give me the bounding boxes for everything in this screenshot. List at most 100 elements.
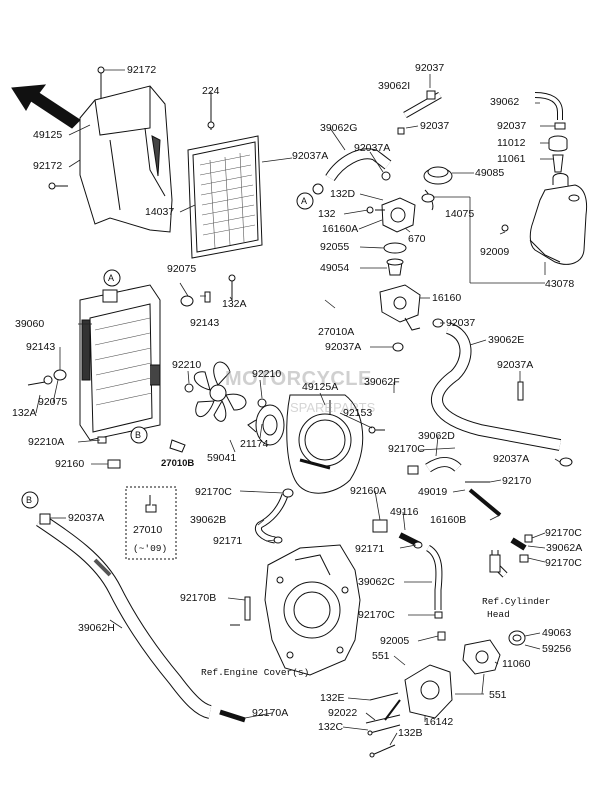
part-label-92170C-d: 92170C (545, 557, 582, 569)
radiator-shroud-49125 (79, 70, 173, 233)
part-label-43078: 43078 (545, 278, 575, 290)
cooling-fan-59041 (193, 361, 247, 422)
part-label-132E: 132E (320, 692, 345, 704)
part-label-92037A-e: 92037A (493, 453, 530, 465)
engine-cover (264, 544, 361, 676)
part-label-132A-a: 132A (222, 298, 247, 310)
fan-switch-inset (125, 486, 177, 560)
part-label-92055: 92055 (320, 241, 350, 253)
hose-39062C (425, 544, 443, 610)
part-label-92143-a: 92143 (190, 317, 220, 329)
part-label-39062H: 39062H (78, 622, 115, 634)
part-label-132B: 132B (398, 727, 423, 739)
part-label-39062: 39062 (490, 96, 520, 108)
part-label-49085: 49085 (475, 167, 505, 179)
part-label-92143-b: 92143 (26, 341, 56, 353)
part-label-224: 224 (202, 85, 220, 97)
part-label-92037-top: 92037 (415, 62, 445, 74)
part-label-16160: 16160 (432, 292, 462, 304)
part-label-551-b: 551 (489, 689, 507, 701)
part-label-39062F: 39062F (364, 376, 400, 388)
part-label-92170C-b: 92170C (195, 486, 232, 498)
part-label-39062C: 39062C (358, 576, 395, 588)
ref-cylinder-head-line1: Ref.Cylinder (482, 596, 551, 607)
reservoir-cap (548, 135, 568, 173)
part-label-21174: 21174 (240, 438, 269, 450)
callout-a-radiator: A (108, 273, 115, 283)
part-label-39062E: 39062E (488, 334, 525, 346)
hose-39062H (36, 514, 212, 719)
part-label-16160A: 16160A (322, 223, 359, 235)
part-label-39062I: 39062I (378, 80, 411, 92)
part-label-49054: 49054 (320, 262, 350, 274)
watermark-sub: SPAREPARTS (290, 400, 376, 415)
hose-39062 (534, 92, 563, 120)
fan-shroud-49125A (286, 394, 364, 494)
water-outlet-16160 (379, 284, 421, 331)
part-label-39062A: 39062A (546, 542, 583, 554)
part-label-132: 132 (318, 208, 336, 220)
radiator-screen-14037 (187, 92, 263, 259)
part-label-92171-a: 92171 (213, 535, 243, 547)
part-label-92170B: 92170B (180, 592, 217, 604)
part-label-92170C-a: 92170C (388, 443, 425, 455)
part-label-16160B: 16160B (430, 514, 467, 526)
part-label-92037A-d: 92037A (497, 359, 534, 371)
callout-b-radiator: B (135, 430, 142, 440)
part-label-49116: 49116 (390, 506, 419, 518)
part-label-92037A-a: 92037A (292, 150, 329, 162)
watermark-brand: MOTORCYCLE (225, 368, 372, 390)
thermostat-housing (381, 166, 453, 276)
reservoir-tank-43078 (529, 173, 588, 265)
part-label-92170A: 92170A (252, 707, 289, 719)
part-label-92153: 92153 (343, 407, 373, 419)
part-label-92037A-b: 92037A (354, 142, 391, 154)
radiator-39060 (79, 284, 161, 441)
ref-cylinder-head-line2: Head (487, 609, 510, 620)
part-label-14075: 14075 (445, 208, 475, 220)
callout-circles (21, 192, 314, 509)
part-label-11060: 11060 (502, 658, 531, 670)
part-label-92172-top: 92172 (127, 64, 157, 76)
part-label-92005: 92005 (380, 635, 410, 647)
part-label-16142: 16142 (424, 716, 454, 728)
part-label-14037: 14037 (145, 206, 175, 218)
part-label-92075-b: 92075 (38, 396, 68, 408)
part-label-132A-b: 132A (12, 407, 37, 419)
part-label-49019: 49019 (418, 486, 448, 498)
part-label-92170: 92170 (502, 475, 532, 487)
part-label-92170C-c: 92170C (545, 527, 582, 539)
callout-b-hose: B (26, 495, 33, 505)
part-label-92037A-f: 92037A (68, 512, 105, 524)
part-label-49125A: 49125A (302, 381, 339, 393)
hose-39062D (425, 457, 462, 473)
part-label-92037A-c: 92037A (325, 341, 362, 353)
pump-cover-11060 (462, 630, 526, 675)
part-label-92210-b: 92210 (252, 368, 282, 380)
part-label-92160A: 92160A (350, 485, 387, 497)
hose-39062B (254, 493, 289, 544)
part-label-39060: 39060 (15, 318, 45, 330)
part-label-11061: 11061 (497, 153, 526, 165)
part-label-92037-c: 92037 (497, 120, 527, 132)
water-pump-16142 (384, 664, 453, 721)
part-label-92210A: 92210A (28, 436, 65, 448)
part-label-92171-b: 92171 (355, 543, 385, 555)
part-label-27010: 27010 (133, 524, 163, 536)
hose-39062E (431, 322, 562, 451)
part-label-11012: 11012 (497, 137, 526, 149)
part-label-92160: 92160 (55, 458, 85, 470)
front-direction-arrow (11, 84, 81, 129)
part-label-49125: 49125 (33, 129, 63, 141)
part-label-27010-note: (~'09) (133, 543, 168, 554)
part-label-92210-a: 92210 (172, 359, 202, 371)
part-label-132D: 132D (330, 188, 356, 200)
callout-a-top: A (301, 196, 308, 206)
part-label-132C: 132C (318, 721, 344, 733)
part-label-92037-b: 92037 (420, 120, 450, 132)
hose-39062G (325, 148, 392, 182)
part-label-92170C-e: 92170C (358, 609, 395, 621)
part-label-92172: 92172 (33, 160, 63, 172)
part-label-551-a: 551 (372, 650, 390, 662)
